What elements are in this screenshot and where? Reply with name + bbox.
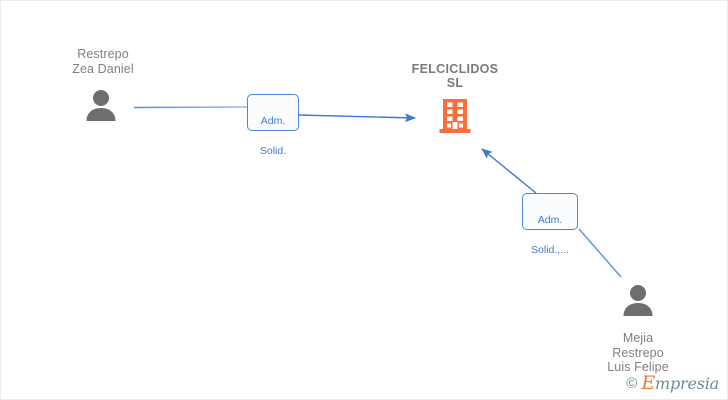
person-icon[interactable] xyxy=(84,89,118,121)
relation-label-2[interactable]: Adm. Solid.,... xyxy=(522,193,578,256)
relation-label-1-line2: Solid. xyxy=(259,145,287,157)
relation-label-1-line1: Adm. xyxy=(260,115,286,127)
relation-label-2-line2: Solid.,... xyxy=(531,244,569,256)
edge-label2-to-company xyxy=(481,148,537,194)
person-left-label: Restrepo Zea Daniel xyxy=(72,47,134,76)
brand-rest: mpresia xyxy=(655,374,719,393)
person-icon[interactable] xyxy=(621,284,655,316)
edge-label-to-company xyxy=(298,113,417,123)
person-bottom-right-label: Mejia Restrepo Luis Felipe xyxy=(607,331,669,374)
edge-person-right-to-label2 xyxy=(578,228,622,278)
company-name-line2: SL xyxy=(446,76,464,90)
building-icon[interactable] xyxy=(438,98,472,134)
edge-person-left-to-label xyxy=(133,106,249,109)
relation-label-2-line1: Adm. xyxy=(537,214,563,226)
relation-label-1[interactable]: Adm. Solid. xyxy=(247,94,299,157)
company-name-line1: FELCICLIDOS xyxy=(411,62,499,76)
brand-wordmark: Empresia xyxy=(641,374,719,393)
copyright-icon: © xyxy=(626,375,638,392)
brand-initial: E xyxy=(641,372,655,394)
empresia-watermark: © Empresia xyxy=(626,374,719,393)
